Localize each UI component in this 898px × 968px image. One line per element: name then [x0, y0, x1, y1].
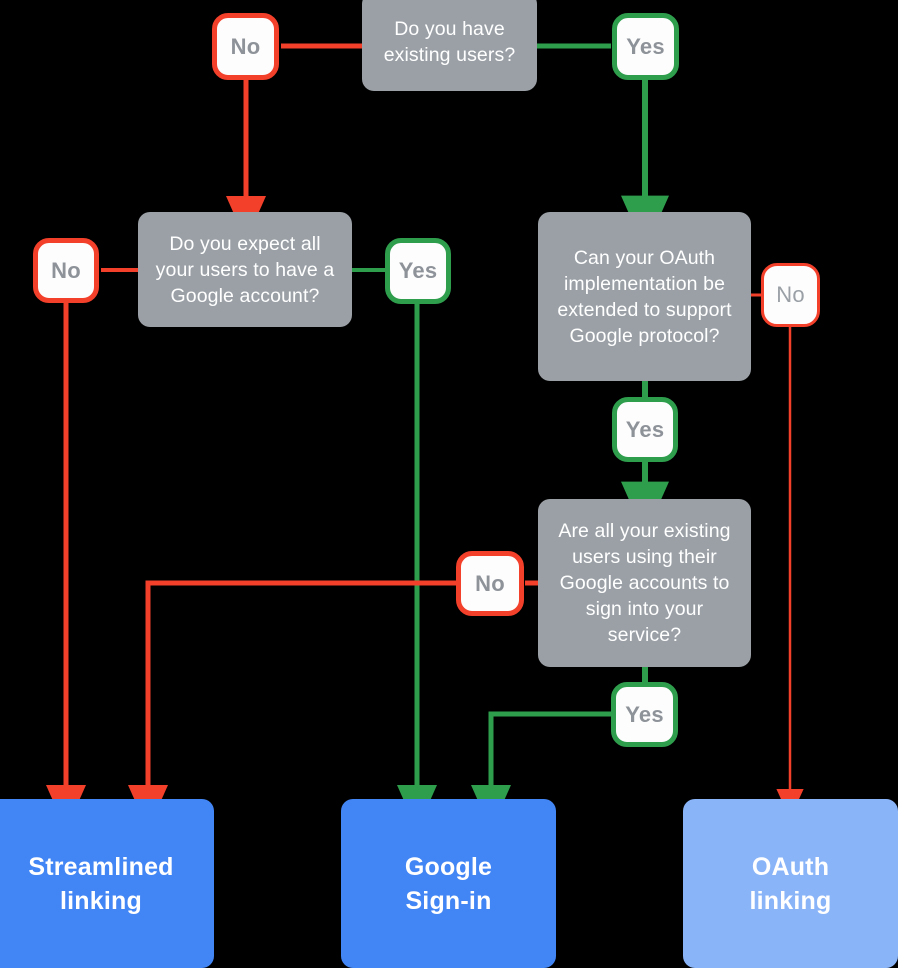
branch-label-text: No	[776, 282, 805, 307]
branch-label-q3-yes[interactable]: Yes	[612, 397, 678, 462]
edge-q4no-to-streamlined	[128, 580, 456, 830]
branch-label-text: No	[51, 257, 81, 283]
question-box-existing-users: Do you have existing users?	[362, 0, 537, 91]
branch-label-q4-no[interactable]: No	[456, 551, 524, 616]
outcome-line-2: linking	[60, 886, 142, 915]
outcome-label: Streamlined linking	[28, 850, 173, 918]
branch-label-text: No	[230, 33, 261, 59]
question-box-google-accounts-signin: Are all your existing users using their …	[538, 499, 751, 667]
branch-label-q3-no[interactable]: No	[761, 263, 820, 327]
branch-label-q1-yes[interactable]: Yes	[612, 13, 679, 80]
outcome-line-1: Google	[404, 852, 493, 881]
branch-label-text: Yes	[626, 33, 665, 59]
branch-label-q2-yes[interactable]: Yes	[385, 238, 451, 304]
outcome-line-2: Sign-in	[405, 886, 492, 915]
question-text: Do you have existing users?	[383, 17, 516, 66]
question-box-oauth-extendable: Can your OAuth implementation be extende…	[538, 212, 751, 381]
branch-label-q2-no[interactable]: No	[33, 238, 99, 303]
outcome-streamlined-linking[interactable]: Streamlined linking	[0, 799, 214, 968]
branch-label-q1-no[interactable]: No	[212, 13, 279, 80]
outcome-label: Google Sign-in	[405, 850, 492, 918]
outcome-line-1: Streamlined	[28, 852, 174, 881]
branch-label-text: Yes	[398, 258, 438, 283]
question-text: Are all your existing users using their …	[558, 520, 731, 646]
outcome-google-sign-in[interactable]: Google Sign-in	[341, 799, 556, 968]
question-text: Can your OAuth implementation be extende…	[557, 246, 732, 347]
branch-label-q4-yes[interactable]: Yes	[611, 682, 678, 747]
edge-q4yes-to-googlesignin	[471, 711, 611, 830]
question-box-google-account: Do you expect all your users to have a G…	[138, 212, 352, 327]
question-text: Do you expect all your users to have a G…	[155, 232, 335, 307]
outcome-line-2: linking	[749, 886, 832, 915]
outcome-oauth-linking[interactable]: OAuth linking	[683, 799, 898, 968]
branch-label-text: No	[475, 570, 505, 596]
branch-label-text: Yes	[625, 701, 664, 727]
branch-label-text: Yes	[625, 416, 665, 442]
outcome-label: OAuth linking	[750, 850, 832, 918]
outcome-line-1: OAuth	[751, 852, 830, 881]
